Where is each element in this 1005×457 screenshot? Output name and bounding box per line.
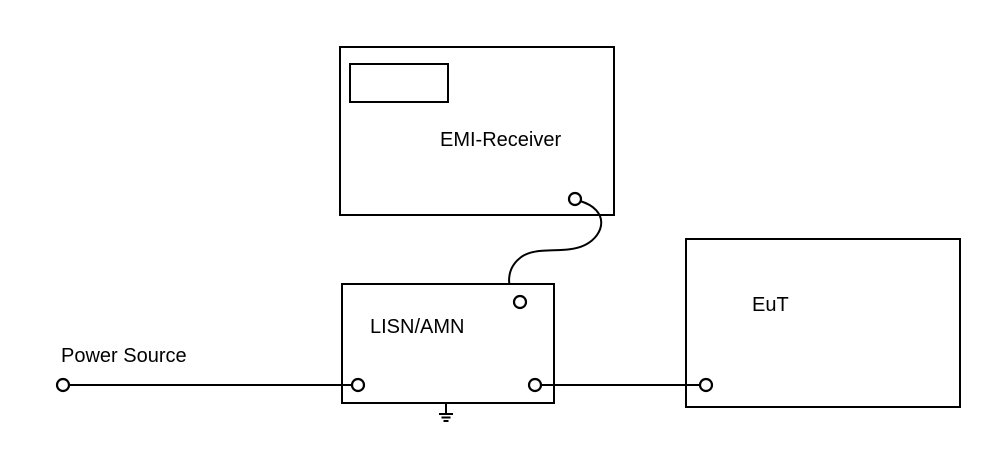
emi-receiver-label: EMI-Receiver: [440, 129, 561, 151]
eut-power-port: [698, 377, 714, 393]
ground-icon: [439, 403, 453, 422]
emi-receiver: EMI-Receiver: [339, 46, 615, 216]
lisn-eut-output-port: [527, 377, 543, 393]
lisn-rf-output-port: [512, 294, 528, 310]
lisn-amn: LISN/AMN: [341, 283, 555, 422]
eut-label: EuT: [752, 294, 789, 316]
lisn-mains-input-port: [350, 377, 366, 393]
lisn-amn-label: LISN/AMN: [370, 316, 464, 338]
power-source-terminal: [55, 377, 71, 393]
emi-receiver-display: [349, 63, 449, 103]
eut-box: [685, 238, 961, 408]
power-source-label: Power Source: [61, 345, 187, 367]
eut: EuT: [685, 238, 961, 408]
coax-cable: [508, 200, 603, 298]
emi-receiver-input-port: [567, 191, 583, 207]
